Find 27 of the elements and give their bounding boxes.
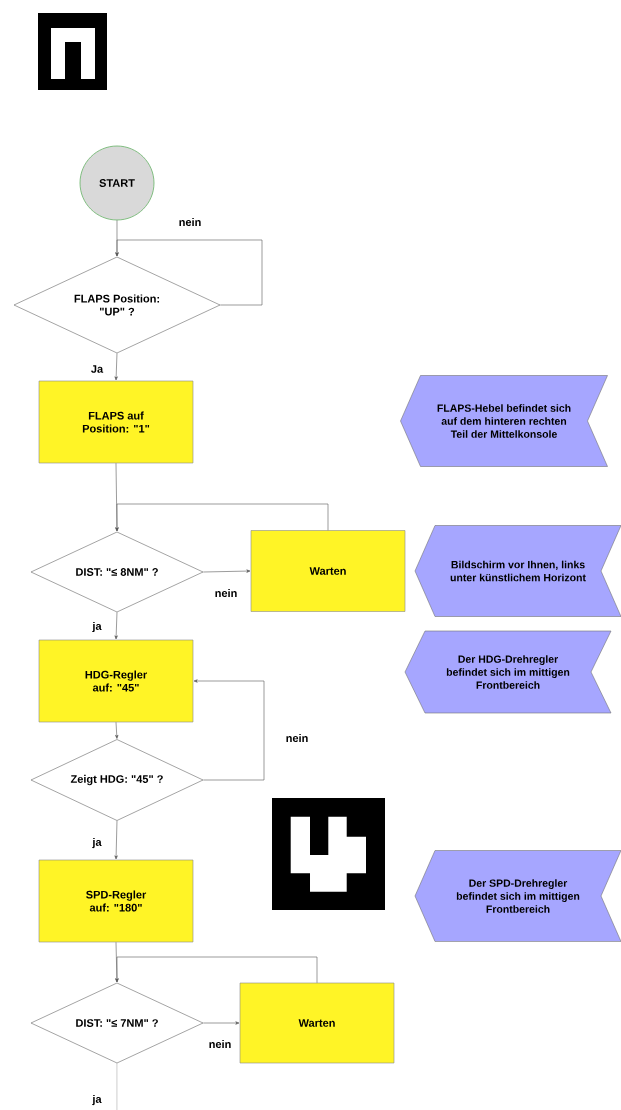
- process-box: HDG-Regler auf: "45": [38, 639, 194, 723]
- edge-label: ja: [91, 836, 103, 850]
- edge-label: nein: [177, 216, 203, 228]
- note-banner: Der SPD-Drehregler befindet sich im mittigen Frontbereich: [414, 850, 621, 942]
- note-banner: FLAPS-Hebel befindet sich auf dem hinteren rechten Teil der Mittelkonsole: [400, 375, 608, 467]
- arrow: [115, 503, 329, 532]
- edge-label: ja: [91, 620, 103, 634]
- note-banner: Bildschirm vor Ihnen, links unter künstlichem Horizont: [414, 525, 621, 617]
- edge-label: nein: [284, 732, 310, 744]
- arrow: [114, 352, 118, 381]
- edge-label: nein: [207, 1038, 233, 1050]
- process-box: Warten: [239, 982, 395, 1064]
- edge-label: nein: [213, 587, 239, 599]
- arrow: [115, 721, 119, 739]
- arrow: [114, 820, 118, 860]
- edge-label: Ja: [89, 364, 105, 374]
- process-box: SPD-Regler auf: "180": [38, 859, 194, 943]
- arrow: [202, 1021, 240, 1025]
- note-banner: Der HDG-Drehregler befindet sich im mittigen Frontbereich: [404, 630, 612, 714]
- arrow: [114, 611, 118, 640]
- arrow: [193, 679, 265, 781]
- process-box: FLAPS auf Position: "1": [38, 380, 194, 464]
- process-box: Warten: [250, 530, 406, 612]
- arrow: [202, 569, 251, 573]
- arrow: [115, 956, 318, 984]
- edge-label: ja: [91, 1093, 103, 1107]
- arrow: [115, 239, 263, 306]
